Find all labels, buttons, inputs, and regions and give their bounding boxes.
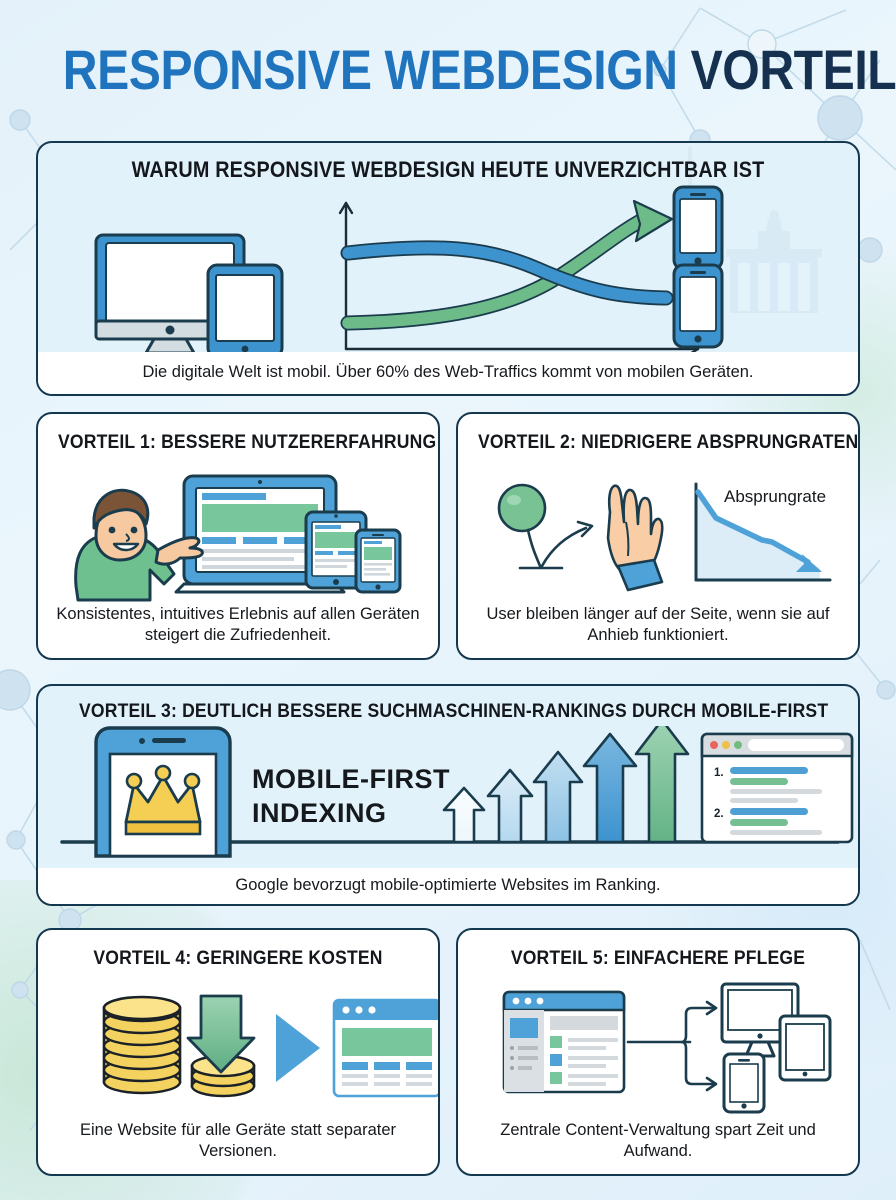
up-arrow-icon — [634, 726, 690, 844]
benefit-5-title: VORTEIL 5: EINFACHERE PFLEGE — [510, 947, 806, 969]
stop-hand-icon — [606, 484, 664, 592]
tablet-icon — [206, 263, 284, 356]
hero-panel: WARUM RESPONSIVE WEBDESIGN HEUTE UNVERZI… — [36, 141, 860, 396]
benefit-4-caption: Eine Website für alle Geräte statt separ… — [79, 1120, 397, 1160]
benefit-3-caption: Google bevorzugt mobile-optimierte Websi… — [235, 876, 661, 895]
smartphone-icon — [672, 185, 724, 271]
mobile-first-headline-line2: INDEXING — [252, 798, 387, 828]
traffic-light-green-icon — [734, 741, 742, 749]
up-arrow-icon — [442, 786, 486, 844]
benefit-panel-1: VORTEIL 1: BESSERE NUTZERERFAHRUNG — [36, 412, 440, 660]
benefit-5-caption: Zentrale Content-Verwaltung spart Zeit u… — [500, 1120, 816, 1160]
down-arrow-icon — [186, 994, 256, 1074]
smartphone-icon — [722, 1052, 766, 1114]
ranking-arrows — [442, 726, 690, 844]
rank-number-2: 2. — [714, 808, 724, 820]
hero-trend-chart — [94, 185, 724, 356]
crown-icon — [124, 764, 202, 836]
traffic-light-red-icon — [710, 741, 718, 749]
bouncing-ball-icon — [497, 483, 594, 570]
benefit-2-title: VORTEIL 2: NIEDRIGERE ABSPRUNGRATEN — [478, 431, 859, 453]
hero-caption-bar: Die digitale Welt ist mobil. Über 60% de… — [38, 352, 858, 394]
up-arrow-icon — [486, 768, 534, 844]
smartphone-crown-icon — [94, 726, 232, 858]
page-title: RESPONSIVE WEBDESIGN VORTEILE — [63, 42, 896, 98]
benefit-4-title: VORTEIL 4: GERINGERE KOSTEN — [93, 947, 383, 969]
person-pointing-icon — [74, 488, 204, 602]
benefit-3-caption-bar: Google bevorzugt mobile-optimierte Websi… — [38, 868, 858, 904]
benefit-4-illustration — [102, 994, 438, 1098]
coin-stack-icon — [102, 995, 182, 1095]
benefit-panel-3: VORTEIL 3: DEUTLICH BESSERE SUCHMASCHINE… — [36, 684, 860, 906]
benefit-1-caption: Konsistentes, intuitives Erlebnis auf al… — [56, 604, 420, 644]
branch-arrow-icon — [626, 1000, 718, 1092]
mobile-first-headline-line1: MOBILE-FIRST — [252, 764, 450, 794]
cms-window-icon — [502, 990, 626, 1094]
tablet-icon — [778, 1014, 832, 1082]
benefit-3-title: VORTEIL 3: DEUTLICH BESSERE SUCHMASCHINE… — [79, 700, 829, 722]
traffic-light-yellow-icon — [722, 741, 730, 749]
page-title-secondary: VORTEILE — [690, 38, 896, 101]
rank-number-1: 1. — [714, 767, 724, 779]
browser-window-icon — [332, 998, 438, 1098]
smartphone-icon — [672, 263, 724, 349]
hero-title: WARUM RESPONSIVE WEBDESIGN HEUTE UNVERZI… — [131, 157, 765, 182]
benefit-1-title: VORTEIL 1: BESSERE NUTZERERFAHRUNG — [58, 431, 437, 453]
benefit-2-illustration: Absprungrate — [497, 482, 832, 592]
benefit-3-illustration: MOBILE-FIRST INDEXING 1. — [60, 726, 854, 858]
benefit-panel-4: VORTEIL 4: GERINGERE KOSTEN — [36, 928, 440, 1176]
benefit-2-chart-label: Absprungrate — [724, 487, 826, 506]
play-triangle-icon — [276, 1014, 320, 1082]
up-arrow-icon — [582, 732, 638, 844]
hero-caption: Die digitale Welt ist mobil. Über 60% de… — [142, 363, 754, 382]
browser-url-bar — [748, 739, 844, 751]
smartphone-icon — [354, 528, 402, 594]
declining-chart-icon: Absprungrate — [694, 482, 832, 582]
benefit-panel-5: VORTEIL 5: EINFACHERE PFLEGE — [456, 928, 860, 1176]
benefit-1-illustration — [74, 474, 402, 602]
benefit-panel-2: VORTEIL 2: NIEDRIGERE ABSPRUNGRATEN — [456, 412, 860, 660]
benefit-2-caption: User bleiben länger auf der Seite, wenn … — [486, 604, 830, 644]
tablet-icon — [304, 510, 368, 590]
page-title-primary: RESPONSIVE WEBDESIGN — [62, 38, 678, 101]
benefit-5-illustration — [502, 982, 832, 1114]
laptop-icon — [174, 474, 346, 594]
browser-window-icon: 1. 2. — [700, 732, 854, 844]
up-arrow-icon — [532, 750, 584, 844]
